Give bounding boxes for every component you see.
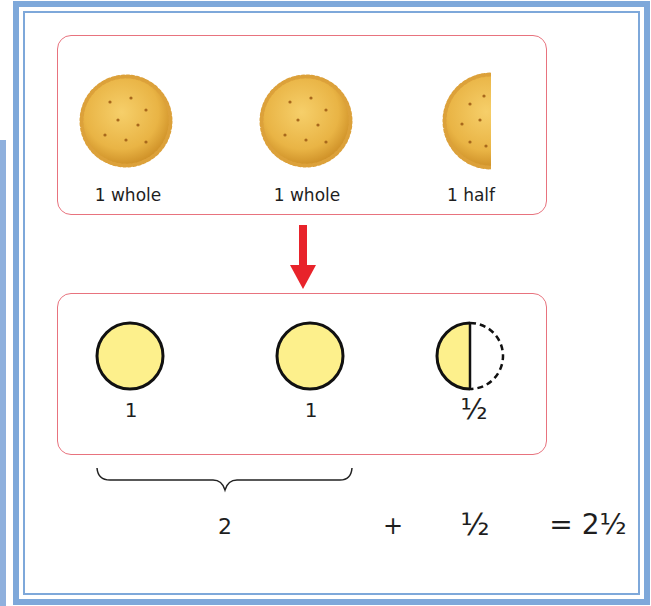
mixed-number: = 2½ bbox=[549, 509, 626, 541]
crackers-box: 1 whole 1 whole 1 half bbox=[57, 35, 547, 215]
value-label: 1 bbox=[125, 399, 138, 422]
cracker bbox=[262, 77, 351, 166]
fraction: ½ bbox=[460, 508, 489, 543]
half-cracker bbox=[445, 75, 492, 168]
item-label: 1 half bbox=[447, 186, 495, 206]
down-arrow bbox=[290, 225, 316, 289]
model-box: 1 1 ½ bbox=[57, 293, 547, 455]
brace bbox=[97, 468, 352, 490]
value-label: 1 bbox=[305, 399, 318, 422]
half-circle bbox=[437, 323, 503, 389]
value-label: ½ bbox=[460, 394, 487, 426]
box-ground bbox=[57, 35, 547, 215]
box-ground bbox=[57, 293, 547, 455]
arrow-shaft bbox=[299, 225, 307, 267]
side-panel bbox=[0, 140, 6, 606]
item-label: 1 whole bbox=[95, 186, 161, 206]
plus-sign: + bbox=[383, 513, 403, 541]
sum-number: 2 bbox=[218, 514, 232, 539]
cracker bbox=[82, 77, 171, 166]
outer-frame bbox=[16, 4, 647, 602]
item-label: 1 whole bbox=[274, 186, 340, 206]
whole-circle bbox=[277, 323, 343, 389]
arrow-head bbox=[290, 265, 316, 289]
inner-frame bbox=[24, 12, 639, 594]
whole-circle bbox=[97, 323, 163, 389]
